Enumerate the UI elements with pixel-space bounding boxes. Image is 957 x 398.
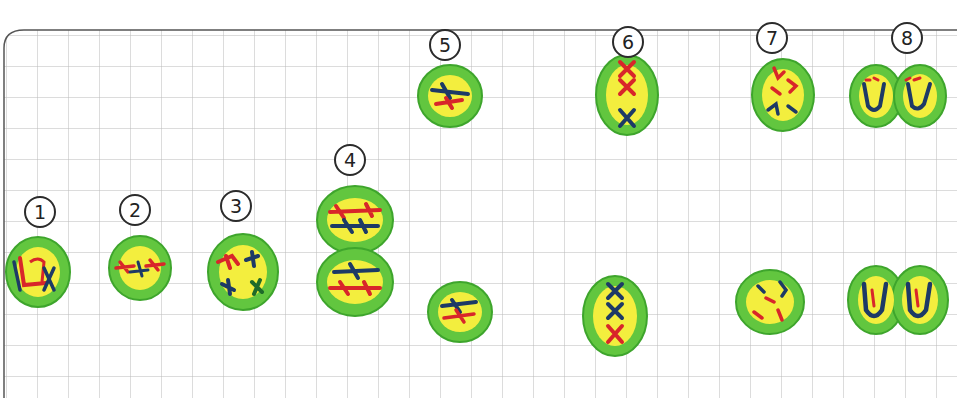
callout-number: 2 (129, 201, 141, 220)
callout-circle: 7 (756, 22, 788, 54)
callout-number: 4 (344, 151, 356, 170)
callout-circle: 2 (119, 194, 151, 226)
callout-circle: 6 (612, 26, 644, 58)
callout-number: 1 (34, 203, 46, 222)
callout-number: 6 (622, 33, 634, 52)
callout-circle: 8 (891, 22, 923, 54)
callout-number: 8 (901, 29, 913, 48)
callout-circle: 1 (24, 196, 56, 228)
callout-circle: 4 (334, 144, 366, 176)
callout-circle: 5 (429, 29, 461, 61)
callout-circle: 3 (220, 190, 252, 222)
callout-number: 3 (230, 197, 242, 216)
callout-number: 5 (439, 36, 451, 55)
callout-number: 7 (766, 29, 778, 48)
